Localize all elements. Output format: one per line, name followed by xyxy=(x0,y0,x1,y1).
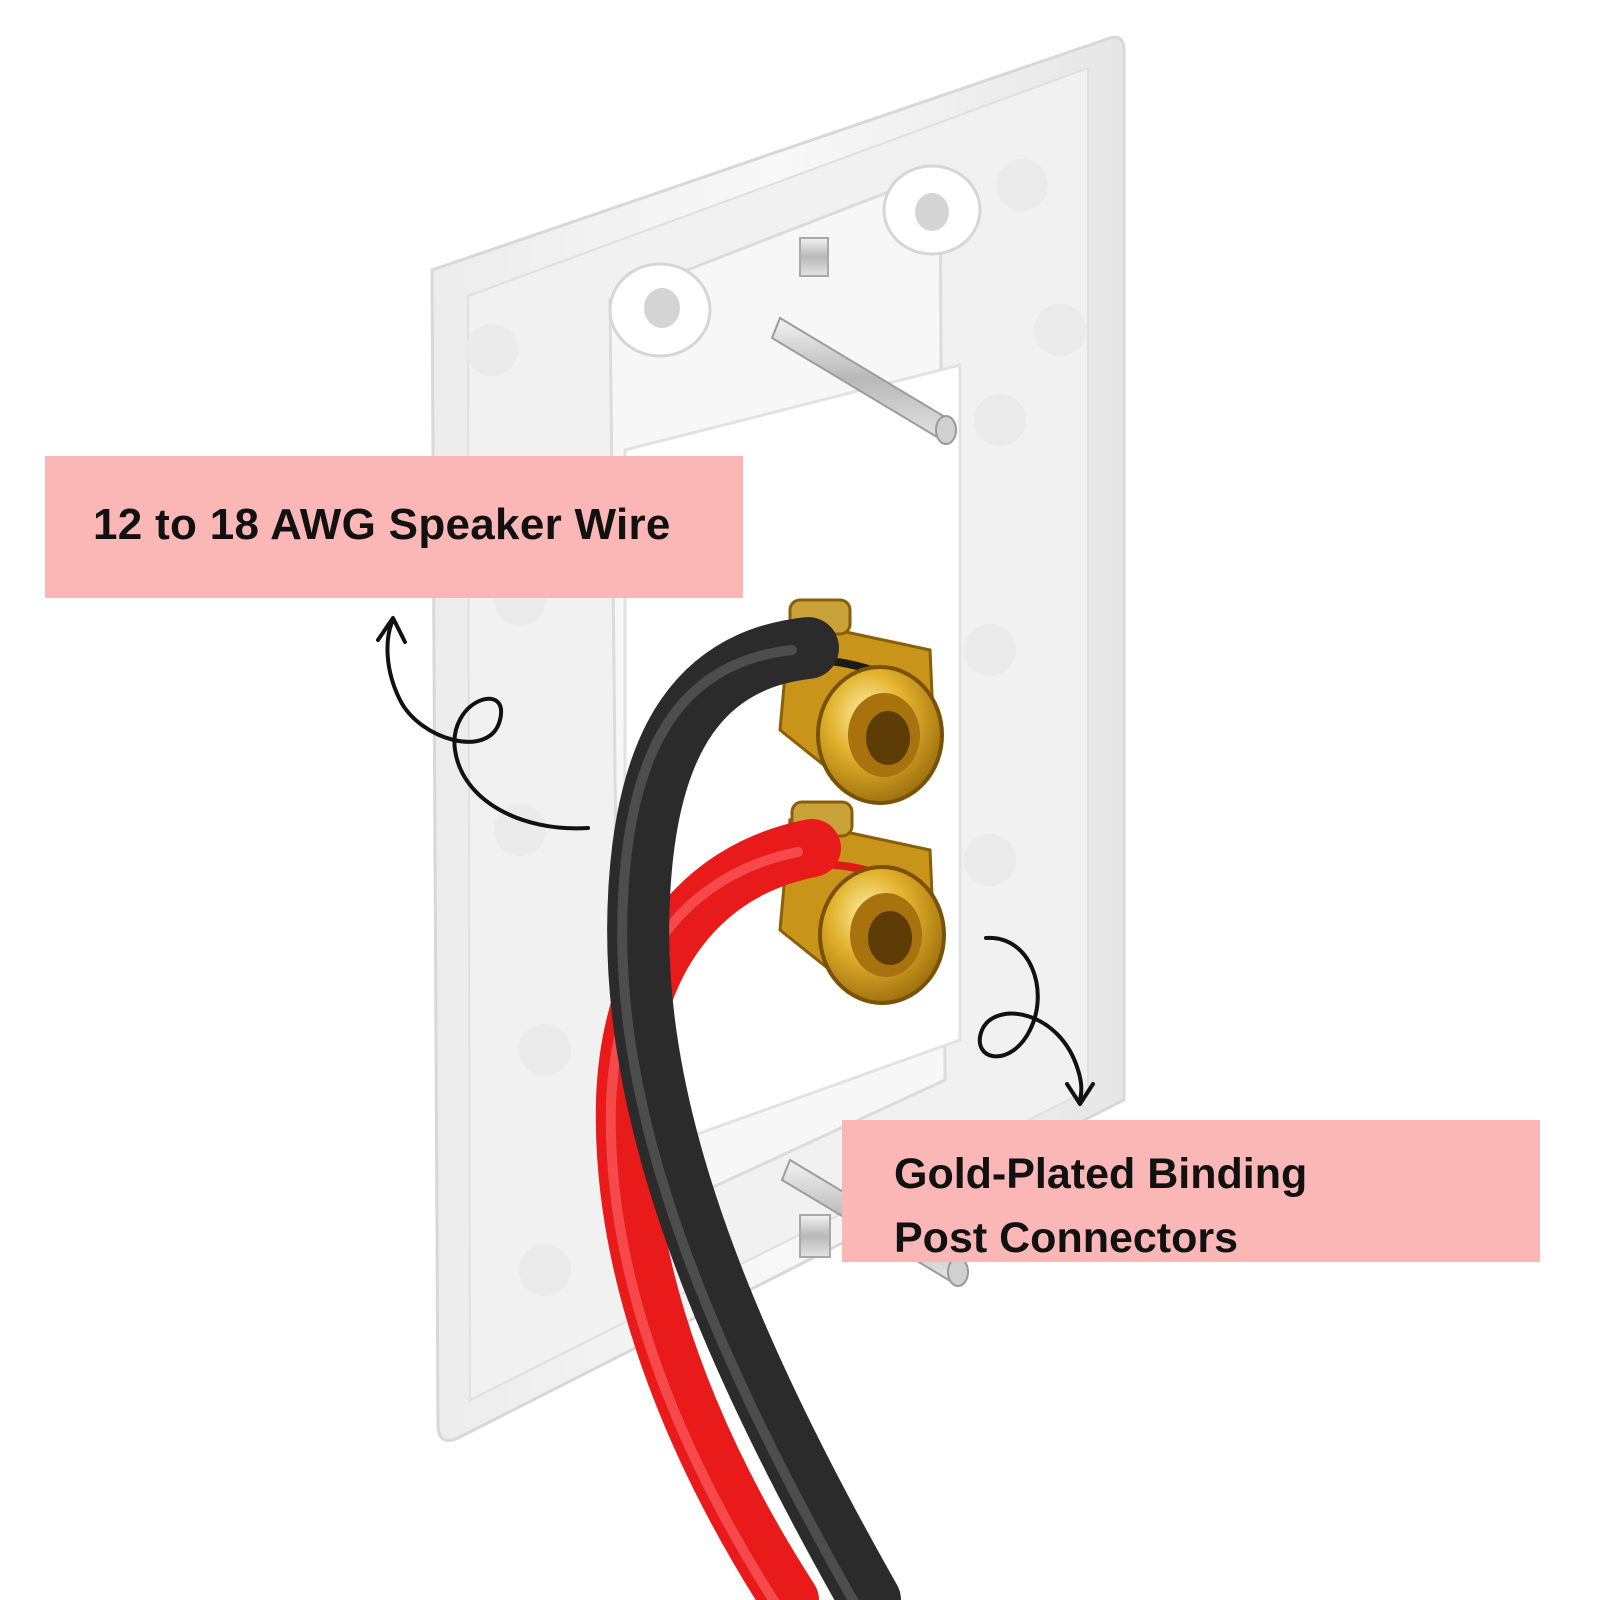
callout-binding-posts: Gold-Plated Binding Post Connectors xyxy=(842,1120,1540,1262)
callout-posts-background xyxy=(842,1120,1540,1262)
callout-speaker-wire: 12 to 18 AWG Speaker Wire xyxy=(45,456,743,598)
callout-wire-background xyxy=(45,456,743,598)
top-screw xyxy=(770,237,957,445)
binding-post-black xyxy=(778,598,944,805)
speaker-wire-black xyxy=(607,617,901,1600)
callout-binding-posts-line1: Gold-Plated Binding xyxy=(894,1150,1308,1198)
callout-speaker-wire-text: 12 to 18 AWG Speaker Wire xyxy=(93,500,671,549)
speaker-wire-red xyxy=(595,819,841,1600)
callout-binding-posts-line2: Post Connectors xyxy=(894,1214,1239,1262)
curly-arrow-down-icon xyxy=(977,935,1095,1106)
curly-arrow-up-icon xyxy=(376,616,590,831)
